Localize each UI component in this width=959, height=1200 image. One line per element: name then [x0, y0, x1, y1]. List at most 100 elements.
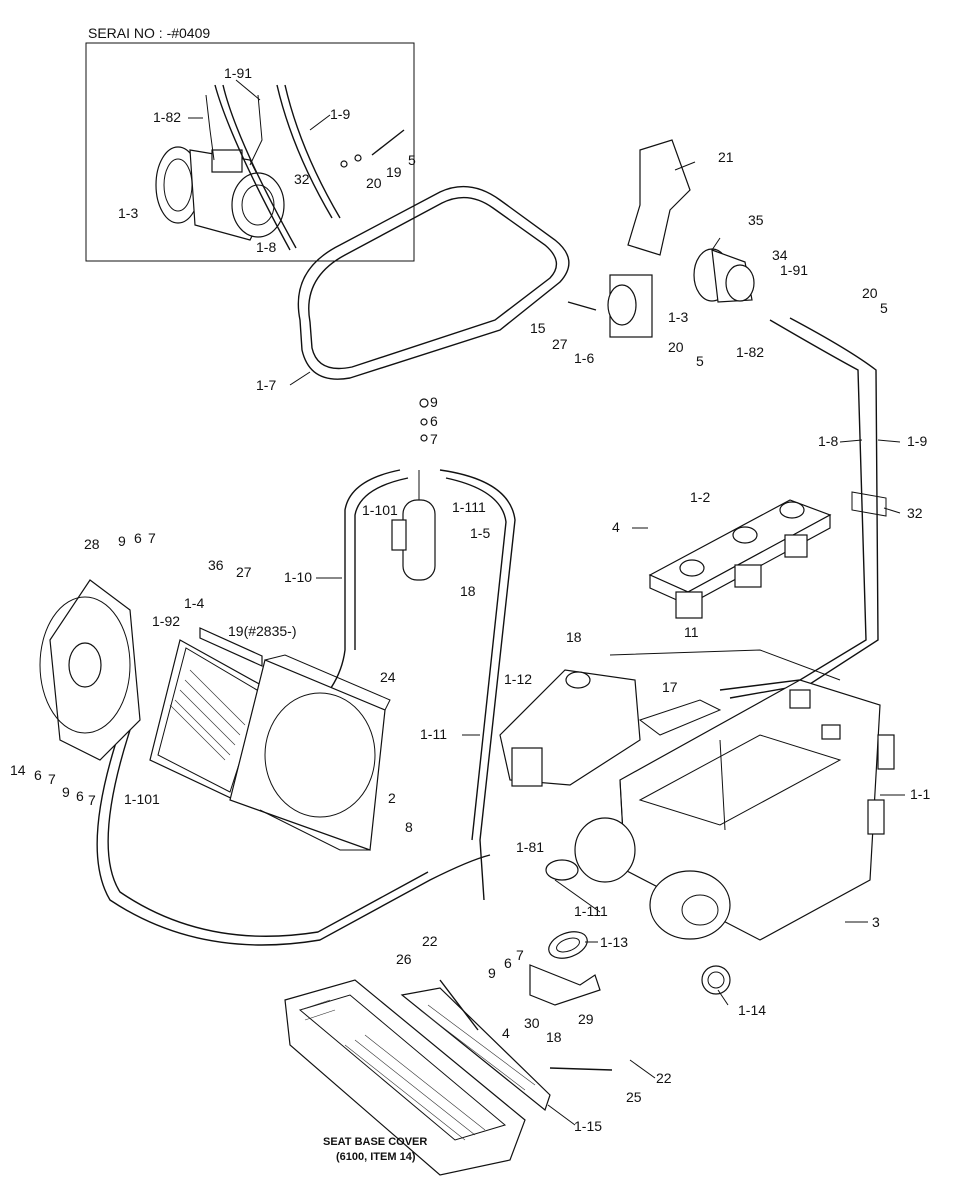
control-panel-1-2	[648, 499, 832, 619]
callout: 7	[48, 771, 56, 787]
tensioner-1-6	[567, 274, 653, 338]
callout: 20	[862, 285, 878, 301]
hose-1-11	[439, 469, 516, 901]
callout: 18	[546, 1029, 562, 1045]
shroud-24	[229, 654, 391, 851]
leader-lines	[188, 79, 905, 1126]
bracket-29	[529, 964, 601, 1006]
callout: 34	[772, 247, 788, 263]
callout: 1-10	[284, 569, 312, 585]
compressor-right	[693, 248, 755, 303]
callout: 1-9	[330, 106, 350, 122]
callout: 9	[430, 394, 438, 410]
callout: 9	[118, 533, 126, 549]
callout: 20	[668, 339, 684, 355]
callout: 19	[386, 164, 402, 180]
callout: 1-14	[738, 1002, 766, 1018]
callout: 29	[578, 1011, 594, 1027]
callout: 24	[380, 669, 396, 685]
callout: 1-1	[910, 786, 930, 802]
callout: 1-92	[152, 613, 180, 629]
callout: 1-82	[736, 344, 764, 360]
callout: 35	[748, 212, 764, 228]
gasket-1-81	[545, 859, 579, 881]
callout: 1-7	[256, 377, 276, 393]
callout: 1-6	[574, 350, 594, 366]
callout: 1-15	[574, 1118, 602, 1134]
hvac-unit-1-1	[574, 679, 895, 941]
callout: 7	[430, 431, 438, 447]
callout: 1-11	[420, 726, 447, 742]
callout: 36	[208, 557, 224, 573]
rod-25	[549, 1067, 613, 1071]
callout: 1-91	[780, 262, 808, 278]
callout: 1-5	[470, 525, 490, 541]
callout: 7	[88, 792, 96, 808]
receiver-drier-1-5	[391, 398, 436, 581]
callout: 1-9	[907, 433, 927, 449]
condenser-hose-loop	[96, 729, 491, 946]
callout: 1-8	[256, 239, 276, 255]
callout: 6	[76, 788, 84, 804]
callout: 27	[552, 336, 568, 352]
callout: 1-111	[452, 499, 486, 515]
rod-26	[439, 979, 479, 1031]
callout: 1-4	[184, 595, 204, 611]
callout: 6	[504, 955, 512, 971]
caption-line-1: SEAT BASE COVER	[323, 1136, 427, 1148]
callout: 1-8	[818, 433, 838, 449]
callout: 7	[148, 530, 156, 546]
callout: 1-91	[224, 65, 252, 81]
fan-28	[39, 579, 141, 761]
callout: 5	[880, 300, 888, 316]
callout: 1-101	[362, 502, 398, 518]
inset-bolt	[371, 129, 405, 156]
callout: 30	[524, 1015, 540, 1031]
belt-1-7	[297, 185, 570, 380]
callout: 22	[656, 1070, 672, 1086]
callout: 3	[872, 914, 880, 930]
callout: 1-101	[124, 791, 160, 807]
seal-19	[199, 627, 263, 667]
bracket-21	[627, 139, 691, 256]
callout: 1-3	[668, 309, 688, 325]
callout: 6	[34, 767, 42, 783]
callout: 1-111	[574, 903, 608, 919]
seat-base-cover	[284, 979, 526, 1176]
callout: 5	[696, 353, 704, 369]
inset-frame	[85, 42, 415, 262]
callout: 27	[236, 564, 252, 580]
grille-1-15	[400, 987, 551, 1112]
callout: 1-3	[118, 205, 138, 221]
callout: 4	[612, 519, 620, 535]
callout: 14	[10, 762, 26, 778]
callout: 11	[684, 624, 699, 640]
cap-1-14	[701, 965, 731, 995]
callout: 9	[62, 784, 70, 800]
callout: 22	[422, 933, 438, 949]
callout: 18	[566, 629, 582, 645]
inset-hose-1-8	[214, 84, 291, 251]
callout-labels: 1-91 1-82 1-9 5 19 20 32 1-3 1-8 21 35 3…	[10, 65, 930, 1134]
serial-label: SERAI NO : -#0409	[88, 25, 210, 41]
callout: 2	[388, 790, 396, 806]
callout: 32	[907, 505, 923, 521]
callout: 21	[718, 149, 734, 165]
caption-line-2: (6100, ITEM 14)	[336, 1151, 416, 1163]
callout: 17	[662, 679, 678, 695]
callout: 1-81	[516, 839, 544, 855]
callout: 6	[134, 530, 142, 546]
hose-1-9	[729, 317, 879, 699]
callout: 1-12	[504, 671, 532, 687]
inset-hose-1-9	[284, 84, 341, 219]
callout: 5	[408, 152, 416, 168]
callout: 4	[502, 1025, 510, 1041]
callout: 26	[396, 951, 412, 967]
callout: 15	[530, 320, 546, 336]
seal-1-13	[548, 931, 588, 959]
callout: 9	[488, 965, 496, 981]
callout: 28	[84, 536, 100, 552]
clamp-17	[638, 699, 722, 736]
callout: 1-13	[600, 934, 628, 950]
